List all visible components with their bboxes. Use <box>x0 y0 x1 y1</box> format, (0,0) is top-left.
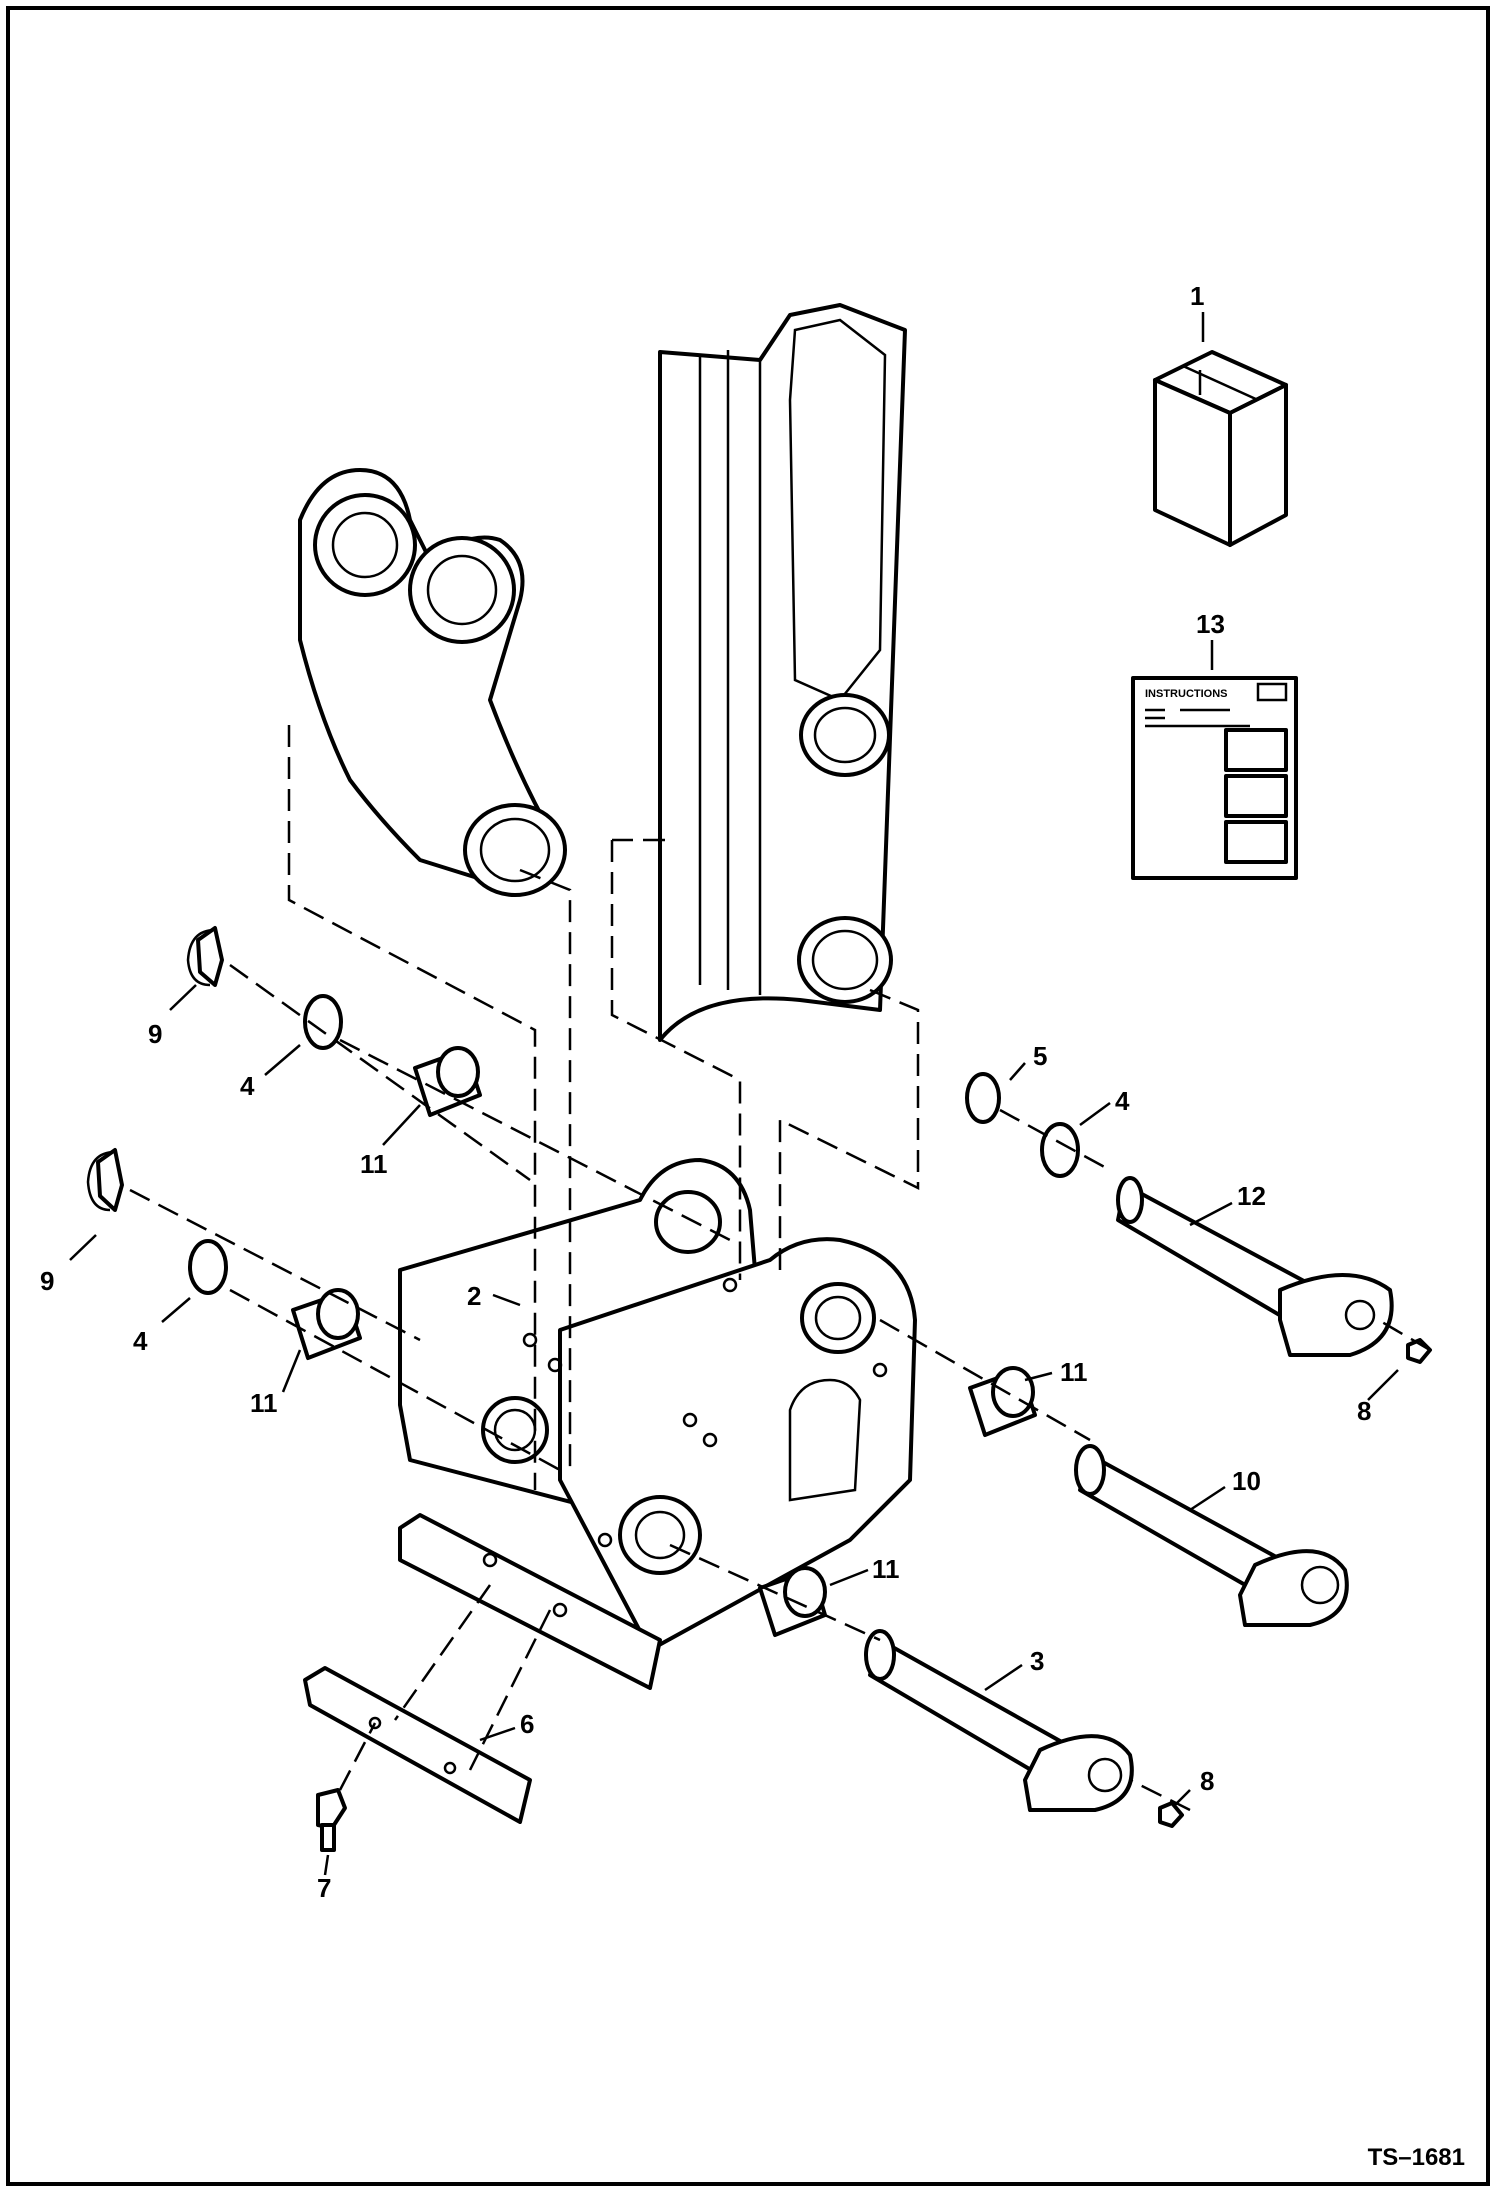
kit-box-part <box>1153 350 1288 547</box>
pin-part-10 <box>1074 1444 1349 1627</box>
assembly-dash-lines <box>129 725 1431 1812</box>
callout-7: 7 <box>317 1873 331 1903</box>
drawing-id: TS–1681 <box>1368 2144 1465 2171</box>
callout-4: 4 <box>240 1071 255 1101</box>
callout-13: 13 <box>1196 609 1225 639</box>
callout-5: 5 <box>1033 1041 1047 1071</box>
pin-part-3 <box>864 1629 1134 1812</box>
arm-structure <box>658 303 907 1042</box>
bolt-part <box>316 1788 347 1852</box>
bucket-link-part <box>298 468 567 897</box>
callout-8: 8 <box>1357 1396 1371 1426</box>
coupler-frame-part <box>398 1158 917 1690</box>
lynch-pin-parts <box>86 926 224 1212</box>
callout-9: 9 <box>148 1019 162 1049</box>
callout-8-lower: 8 <box>1200 1766 1214 1796</box>
callout-9-lower: 9 <box>40 1266 54 1296</box>
callout-labels: 1 13 9 4 11 9 4 11 2 5 4 12 8 11 10 11 3… <box>40 281 1371 1903</box>
wear-plate-part <box>303 1666 532 1824</box>
callout-11: 11 <box>360 1149 388 1179</box>
callout-11-bottom: 11 <box>872 1554 900 1584</box>
bushing-parts <box>291 1046 1037 1637</box>
callout-10: 10 <box>1232 1466 1261 1496</box>
callout-11-right: 11 <box>1060 1357 1088 1387</box>
callout-3: 3 <box>1030 1646 1044 1676</box>
instructions-manual-part: INSTRUCTIONS <box>1131 676 1298 880</box>
callout-4-lower: 4 <box>133 1326 148 1356</box>
callout-11-lower: 11 <box>250 1388 278 1418</box>
callout-2: 2 <box>467 1281 481 1311</box>
callout-1: 1 <box>1190 281 1204 311</box>
callout-6: 6 <box>520 1709 534 1739</box>
leader-lines <box>69 312 1399 1876</box>
manual-label: INSTRUCTIONS <box>1145 688 1228 700</box>
ring-parts <box>188 994 1080 1295</box>
callout-4-right: 4 <box>1115 1086 1130 1116</box>
pin-part-12 <box>1116 1176 1394 1357</box>
callout-12: 12 <box>1237 1181 1266 1211</box>
